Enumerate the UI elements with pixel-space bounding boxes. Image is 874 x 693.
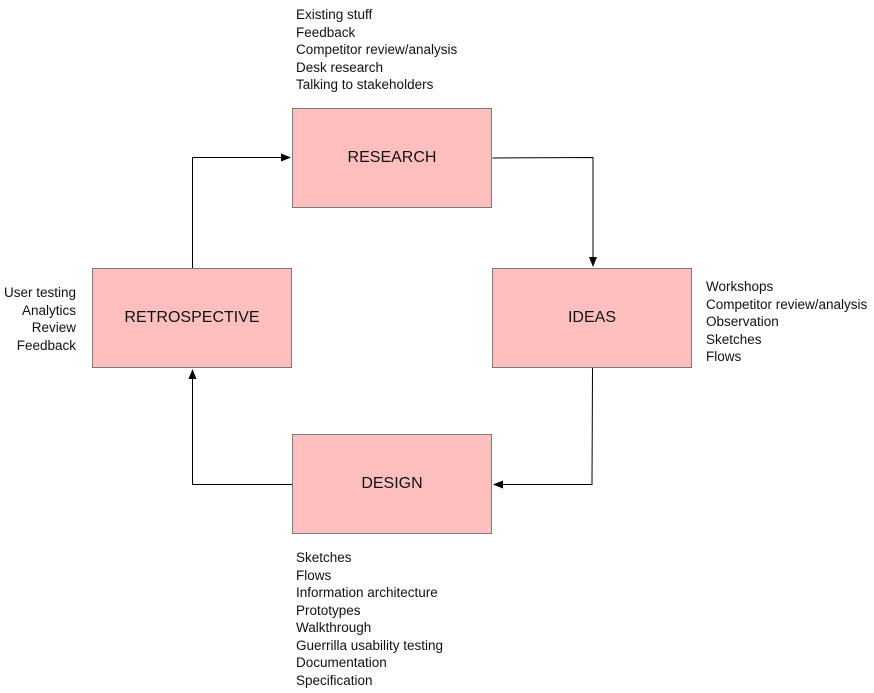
ideas-stage-label: IDEAS: [567, 309, 616, 326]
design-activity: Prototypes: [296, 602, 361, 618]
arrow-research-to-ideas: [492, 156, 597, 267]
retrospective-activity: Review: [31, 320, 76, 335]
arrow-design-to-retrospective: [188, 369, 292, 485]
design-stage-box: DESIGN: [292, 434, 492, 534]
ideas-activity: Sketches: [706, 331, 762, 347]
ideas-activity: Flows: [706, 349, 742, 364]
design-activity: Sketches: [296, 550, 352, 565]
research-activity: Existing stuff: [296, 7, 373, 22]
retrospective-stage-box: RETROSPECTIVE: [92, 268, 292, 368]
design-activity: Specification: [296, 672, 373, 688]
research-stage-box: RESEARCH: [292, 108, 492, 208]
ideas-activity: Observation: [706, 314, 779, 329]
research-activity: Feedback: [296, 24, 356, 40]
retrospective-activity: User testing: [3, 285, 76, 300]
ideas-activity: Workshops: [706, 279, 774, 294]
ideas-stage-box: IDEAS: [492, 268, 692, 368]
retrospective-stage-label: RETROSPECTIVE: [124, 309, 260, 326]
ideas-activity: Competitor review/analysis: [706, 296, 868, 312]
arrow-retrospective-to-research: [192, 153, 291, 268]
design-activity: Walkthrough: [296, 620, 372, 635]
retrospective-activity: Feedback: [16, 337, 76, 353]
research-activity: Desk research: [296, 59, 384, 75]
research-activity: Talking to stakeholders: [296, 77, 434, 92]
design-activity: Guerrilla usability testing: [296, 637, 444, 653]
ideas-activities-list: Workshops Competitor review/analysis Obs…: [706, 278, 867, 366]
retrospective-activities-list: User testing Analytics Review Feedback: [4, 284, 76, 354]
design-activity: Information architecture: [296, 585, 438, 600]
design-activity: Flows: [296, 567, 332, 583]
arrow-ideas-to-design: [493, 367, 593, 489]
research-activities-list: Existing stuff Feedback Competitor revie…: [296, 6, 457, 94]
design-activity: Documentation: [296, 655, 387, 670]
design-stage-label: DESIGN: [361, 475, 423, 492]
research-stage-label: RESEARCH: [347, 149, 437, 166]
research-activity: Competitor review/analysis: [296, 42, 458, 57]
design-activities-list: Sketches Flows Information architecture …: [296, 549, 443, 689]
retrospective-activity: Analytics: [21, 302, 76, 318]
